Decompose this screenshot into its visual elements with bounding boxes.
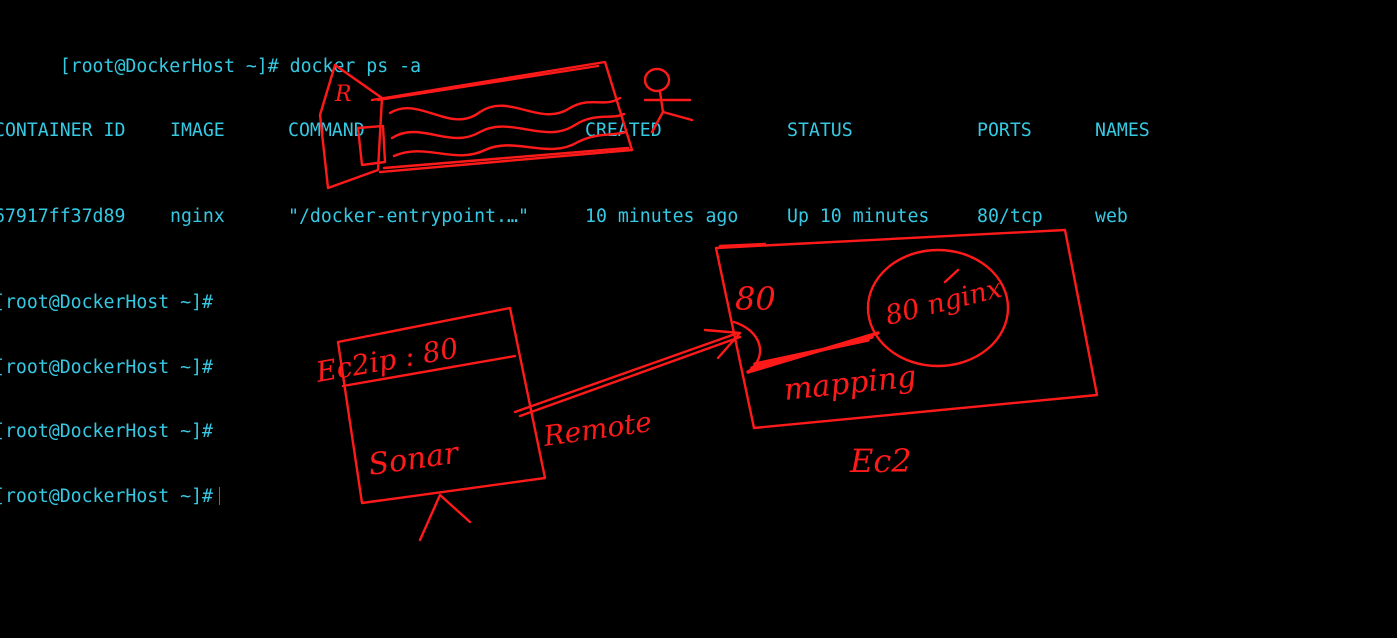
cell-names: web — [1095, 206, 1128, 227]
scribble-mark — [943, 268, 960, 284]
table-row: 67917ff37d89 nginx "/docker-entrypoint.…… — [0, 206, 1128, 228]
stick-figure-icon — [643, 67, 694, 134]
cell-command: "/docker-entrypoint.…" — [288, 206, 529, 227]
header-image: IMAGE — [170, 120, 225, 141]
command-line: [root@DockerHost ~]# docker ps -a — [0, 34, 421, 77]
container-door — [356, 124, 387, 167]
wave-line-3 — [392, 130, 628, 158]
prompt: [root@DockerHost ~]# — [0, 485, 213, 507]
sonar-box-outline — [336, 306, 547, 505]
container-body-edges — [376, 64, 630, 170]
wave-line-1 — [388, 96, 622, 121]
caret-mark — [418, 493, 472, 542]
sonar-box-divider — [341, 354, 517, 388]
mapping-line — [746, 331, 880, 374]
container-circle — [866, 248, 1010, 368]
prompt-line: [root@DockerHost ~]# — [0, 292, 421, 314]
active-prompt-line[interactable]: [root@DockerHost ~]# — [0, 486, 421, 508]
header-ports: PORTS — [977, 120, 1032, 141]
stick-figure-body — [643, 90, 694, 134]
box-letter: R — [334, 82, 352, 107]
prompt-line: [root@DockerHost ~]# — [0, 357, 421, 379]
command-text: docker ps -a — [289, 55, 422, 77]
ec2-box-outline — [714, 228, 1099, 430]
text-cursor — [219, 486, 220, 505]
sonar-box: Ec2ip : 80 Sonar — [313, 306, 547, 542]
sonar-label: Sonar — [366, 435, 462, 482]
container-end-cap — [318, 63, 384, 190]
cell-ports: 80/tcp — [977, 206, 1043, 227]
container-body-outline — [370, 60, 634, 174]
header-names: NAMES — [1095, 120, 1150, 141]
prompt: [root@DockerHost ~]# — [0, 421, 213, 442]
ec2-ip-label: Ec2ip : 80 — [313, 331, 461, 389]
cell-created: 10 minutes ago — [585, 206, 739, 227]
ec2-box: 80 80 nginx mapping Ec2 — [714, 228, 1099, 480]
container-label: 80 nginx — [882, 273, 1005, 332]
prompt: [root@DockerHost ~]# — [0, 292, 213, 313]
remote-label: Remote — [540, 405, 653, 453]
header-command: COMMAND — [288, 120, 365, 141]
wave-line-2 — [390, 112, 626, 140]
arrow-shaft-2 — [518, 335, 742, 418]
arrow-shaft — [513, 331, 740, 414]
host-port-label: 80 — [735, 280, 776, 318]
header-status: STATUS — [787, 120, 853, 141]
cell-status: Up 10 minutes — [787, 206, 930, 227]
prompt: [root@DockerHost ~]# — [59, 55, 279, 77]
ec2-box-top-edge — [718, 242, 767, 248]
cell-image: nginx — [170, 206, 225, 227]
remote-arrow: Remote — [513, 328, 742, 453]
mapping-label: mapping — [782, 359, 918, 408]
ec2-label: Ec2 — [849, 442, 912, 480]
arrow-head — [703, 328, 742, 360]
cell-container-id: 67917ff37d89 — [0, 206, 126, 227]
prompt: [root@DockerHost ~]# — [0, 356, 213, 378]
container-sketch: R — [318, 60, 634, 190]
prompt-line: [root@DockerHost ~]# — [0, 421, 421, 443]
header-container-id: CONTAINER ID — [0, 120, 126, 141]
stick-figure-head — [643, 67, 671, 93]
table-header-row: CONTAINER ID IMAGE COMMAND CREATED STATU… — [0, 120, 1150, 142]
terminal-output[interactable]: [root@DockerHost ~]# docker ps -a CONTAI… — [0, 0, 1150, 550]
